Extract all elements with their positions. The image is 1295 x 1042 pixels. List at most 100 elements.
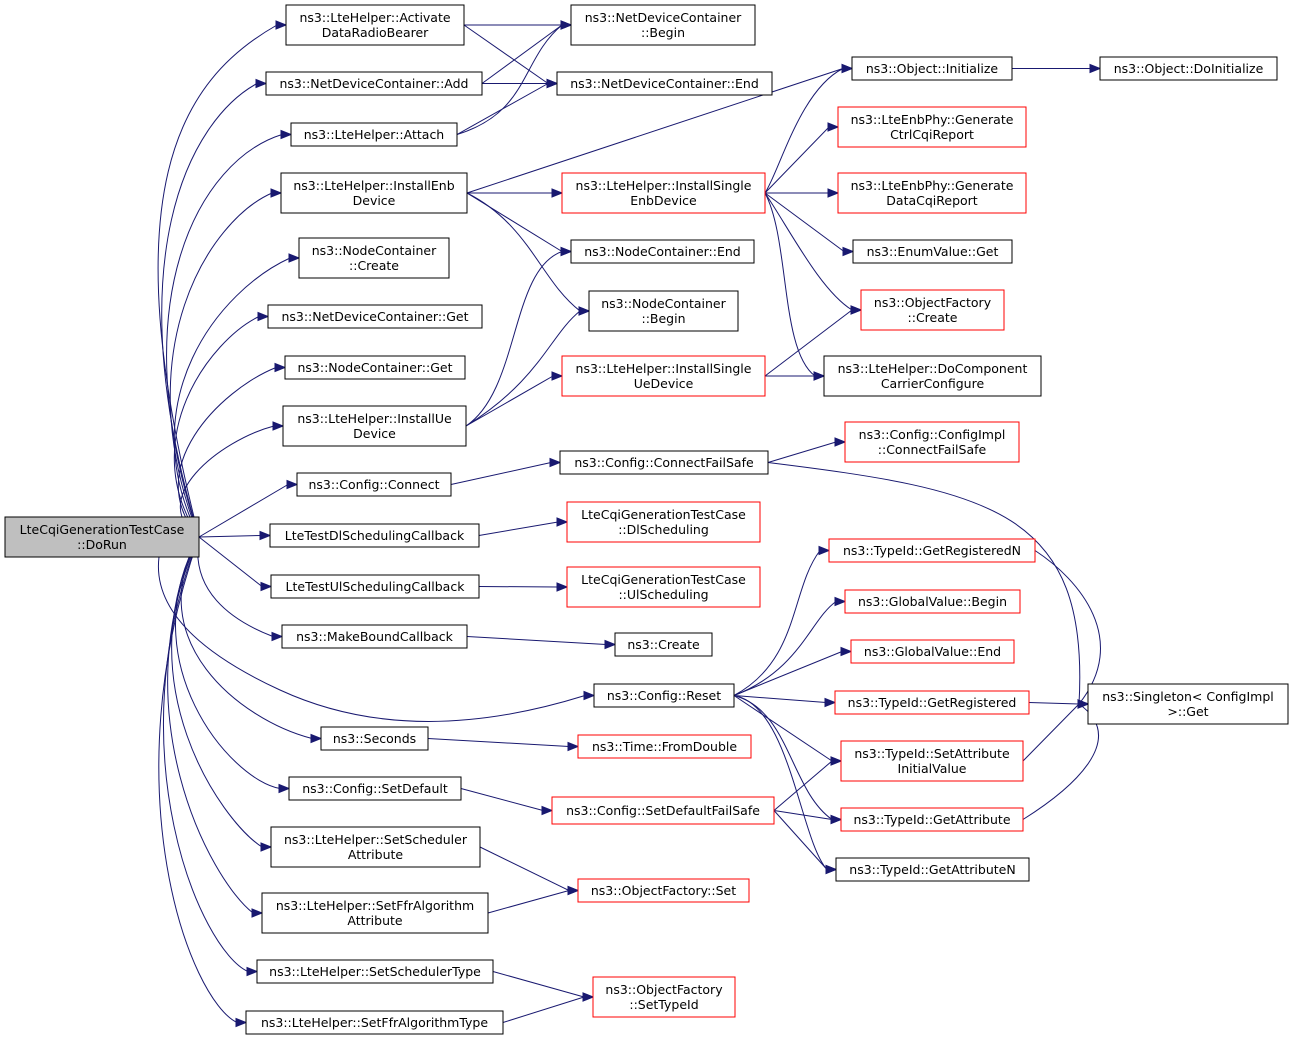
node-config-connect[interactable]: ns3::Config::Connect — [296, 472, 452, 497]
arrowhead-attach-to-ndc_end — [546, 78, 559, 89]
node-label: ns3::NodeContainer — [601, 296, 726, 311]
node-label: DataCqiReport — [886, 193, 978, 208]
arrowhead-install_single_ue-to-of_create — [850, 305, 863, 315]
node-nc-begin[interactable]: ns3::NodeContainer::Begin — [588, 290, 739, 332]
node-box — [280, 172, 468, 214]
node-obj-initialize[interactable]: ns3::Object::Initialize — [851, 56, 1013, 81]
edge-root-to-nc_get — [177, 367, 277, 538]
arrowhead-config_reset-to-globalvalue_begin — [834, 596, 847, 607]
edge-attach-to-ndc_end — [456, 83, 549, 135]
node-ndc-end[interactable]: ns3::NetDeviceContainer::End — [556, 71, 773, 96]
node-set-default-failsafe[interactable]: ns3::Config::SetDefaultFailSafe — [551, 796, 775, 825]
node-seconds[interactable]: ns3::Seconds — [320, 726, 429, 751]
node-label: ns3::Config::ConfigImpl — [859, 427, 1006, 442]
edge-root-to-attach — [166, 134, 283, 538]
node-globalvalue-end[interactable]: ns3::GlobalValue::End — [850, 639, 1015, 664]
node-of-settypeid[interactable]: ns3::ObjectFactory::SetTypeId — [592, 976, 736, 1018]
node-label: ns3::Config::SetDefault — [302, 781, 448, 796]
node-box — [1099, 56, 1278, 81]
node-ul-scheduling[interactable]: LteCqiGenerationTestCase::UlScheduling — [566, 566, 761, 608]
node-singleton-get[interactable]: ns3::Singleton< ConfigImpl>::Get — [1087, 683, 1289, 725]
node-label: >::Get — [1167, 704, 1208, 719]
node-ndc-get[interactable]: ns3::NetDeviceContainer::Get — [267, 304, 483, 329]
node-ul-cb[interactable]: LteTestUlSchedulingCallback — [270, 574, 480, 599]
node-label: ns3::ObjectFactory — [874, 295, 992, 310]
node-obj-doinitialize[interactable]: ns3::Object::DoInitialize — [1099, 56, 1278, 81]
node-label: ns3::LteHelper::SetSchedulerType — [269, 964, 481, 979]
node-connect-failsafe[interactable]: ns3::Config::ConnectFailSafe — [559, 450, 769, 475]
node-label: ::Create — [908, 310, 958, 325]
node-dl-scheduling[interactable]: LteCqiGenerationTestCase::DlScheduling — [566, 501, 761, 543]
edge-connect_failsafe-to-singleton_get — [767, 462, 1081, 705]
node-label: LteCqiGenerationTestCase — [581, 572, 746, 587]
node-root[interactable]: LteCqiGenerationTestCase::DoRun — [4, 516, 200, 558]
node-typeid-getattribute[interactable]: ns3::TypeId::GetAttribute — [840, 807, 1024, 832]
node-label: ::ConnectFailSafe — [878, 442, 987, 457]
node-configimpl-connectfailsafe[interactable]: ns3::Config::ConfigImpl::ConnectFailSafe — [844, 421, 1020, 463]
node-make-bound[interactable]: ns3::MakeBoundCallback — [281, 624, 468, 649]
node-box — [245, 1010, 504, 1035]
node-nc-end[interactable]: ns3::NodeContainer::End — [570, 239, 755, 264]
arrowhead-root-to-set_sched_attr — [260, 842, 273, 852]
node-ndc-begin[interactable]: ns3::NetDeviceContainer::Begin — [570, 4, 756, 46]
node-box — [823, 355, 1042, 397]
node-label: ::Create — [349, 258, 399, 273]
arrowhead-install_single_enb-to-gen_data_cqi — [827, 188, 840, 198]
node-enumvalue-get[interactable]: ns3::EnumValue::Get — [852, 239, 1013, 264]
arrowhead-install_ue-to-install_single_ue — [551, 371, 564, 381]
edge-root-to-dl_cb — [198, 535, 262, 538]
node-box — [256, 959, 494, 984]
edge-install_ue-to-nc_end — [465, 251, 563, 427]
node-time-fromdouble[interactable]: ns3::Time::FromDouble — [577, 734, 752, 759]
arrowhead-install_ue-to-nc_end — [560, 246, 573, 257]
node-typeid-getattributen[interactable]: ns3::TypeId::GetAttributeN — [835, 857, 1030, 882]
edge-make_bound-to-create — [466, 636, 607, 645]
node-box — [566, 566, 761, 608]
node-label: ns3::Time::FromDouble — [592, 739, 737, 754]
node-label: ns3::LteHelper::SetScheduler — [284, 832, 468, 847]
node-box — [570, 239, 755, 264]
node-ndc-add[interactable]: ns3::NetDeviceContainer::Add — [265, 71, 483, 96]
node-box — [261, 892, 489, 934]
node-config-reset[interactable]: ns3::Config::Reset — [593, 683, 735, 708]
arrowhead-root-to-nc_get — [274, 362, 287, 373]
node-typeid-getregistered[interactable]: ns3::TypeId::GetRegistered — [834, 690, 1030, 715]
node-nc-create[interactable]: ns3::NodeContainer::Create — [298, 237, 450, 279]
node-do-cc-config[interactable]: ns3::LteHelper::DoComponentCarrierConfig… — [823, 355, 1042, 397]
edge-typeid_getregisteredn-to-singleton_get — [1034, 550, 1101, 705]
node-create[interactable]: ns3::Create — [614, 632, 713, 657]
node-label: ns3::TypeId::SetAttribute — [854, 746, 1010, 761]
node-set-default[interactable]: ns3::Config::SetDefault — [288, 776, 462, 801]
arrowhead-connect_failsafe-to-configimpl_connectfailsafe — [834, 437, 847, 447]
node-dl-cb[interactable]: LteTestDlSchedulingCallback — [269, 523, 480, 548]
arrowhead-install_single_enb-to-obj_initialize — [841, 63, 854, 74]
node-box — [290, 122, 458, 147]
node-globalvalue-begin[interactable]: ns3::GlobalValue::Begin — [844, 589, 1021, 614]
node-of-create[interactable]: ns3::ObjectFactory::Create — [860, 289, 1005, 331]
node-attach[interactable]: ns3::LteHelper::Attach — [290, 122, 458, 147]
node-of-set[interactable]: ns3::ObjectFactory::Set — [577, 878, 750, 903]
node-set-ffr-type[interactable]: ns3::LteHelper::SetFfrAlgorithmType — [245, 1010, 504, 1035]
arrowhead-set_default_failsafe-to-typeid_getattributen — [825, 864, 838, 875]
edge-set_default_failsafe-to-typeid_getattribute — [773, 810, 833, 820]
arrowhead-root-to-attach — [280, 129, 293, 140]
node-set-sched-type[interactable]: ns3::LteHelper::SetSchedulerType — [256, 959, 494, 984]
edge-set_default_failsafe-to-typeid_setattr_init — [773, 760, 833, 811]
node-typeid-getregisteredn[interactable]: ns3::TypeId::GetRegisteredN — [828, 538, 1036, 563]
arrowhead-typeid_getattribute-to-singleton_get — [1077, 699, 1090, 709]
node-nc-get[interactable]: ns3::NodeContainer::Get — [284, 355, 466, 380]
node-label: ns3::LteHelper::SetFfrAlgorithmType — [261, 1015, 488, 1030]
edge-install_enb-to-nc_begin — [466, 192, 581, 312]
arrowhead-root-to-set_sched_type — [246, 966, 259, 977]
